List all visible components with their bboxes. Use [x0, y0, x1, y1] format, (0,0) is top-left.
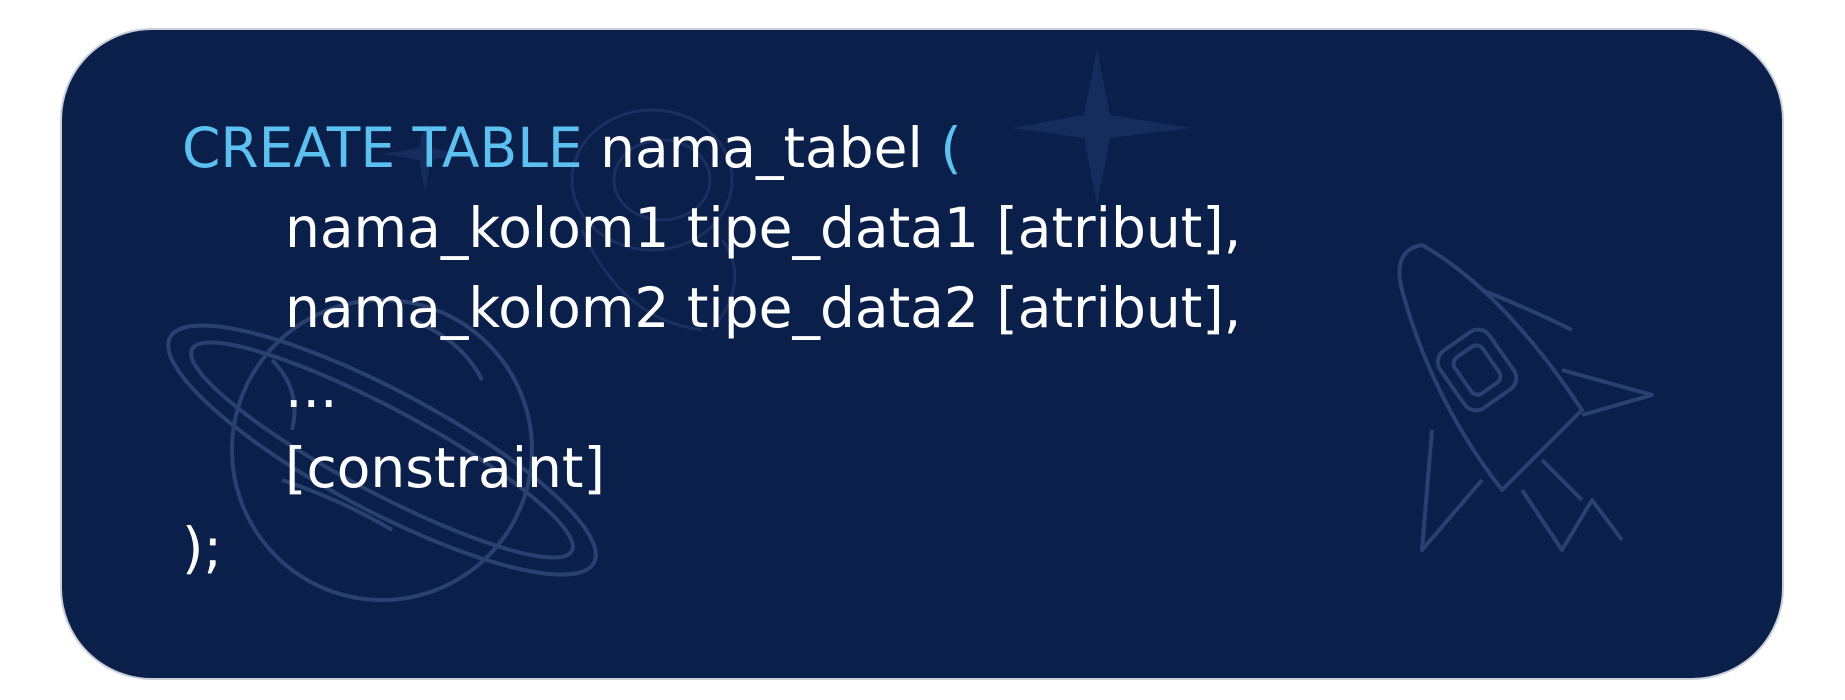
planet-icon: [166, 298, 598, 602]
space-background: [166, 50, 1654, 602]
code-line-1: CREATE TABLE nama_tabel (: [182, 108, 1241, 188]
rocket-icon: [1397, 243, 1654, 552]
sql-code-block: CREATE TABLE nama_tabel ( nama_kolom1 tip…: [182, 108, 1241, 588]
open-paren: (: [940, 116, 962, 180]
code-card: CREATE TABLE nama_tabel ( nama_kolom1 tip…: [60, 28, 1784, 680]
code-line-5: [constraint]: [285, 436, 605, 500]
table-name: nama_tabel: [582, 116, 941, 180]
code-line-6: );: [182, 516, 222, 580]
sparkle-icon: [382, 50, 1192, 205]
sql-keyword: CREATE TABLE: [182, 116, 583, 180]
code-line-3: nama_kolom2 tipe_data2 [atribut],: [285, 276, 1242, 340]
astronaut-icon: [570, 108, 737, 332]
code-line-2: nama_kolom1 tipe_data1 [atribut],: [285, 196, 1242, 260]
code-line-4: ...: [285, 356, 338, 420]
